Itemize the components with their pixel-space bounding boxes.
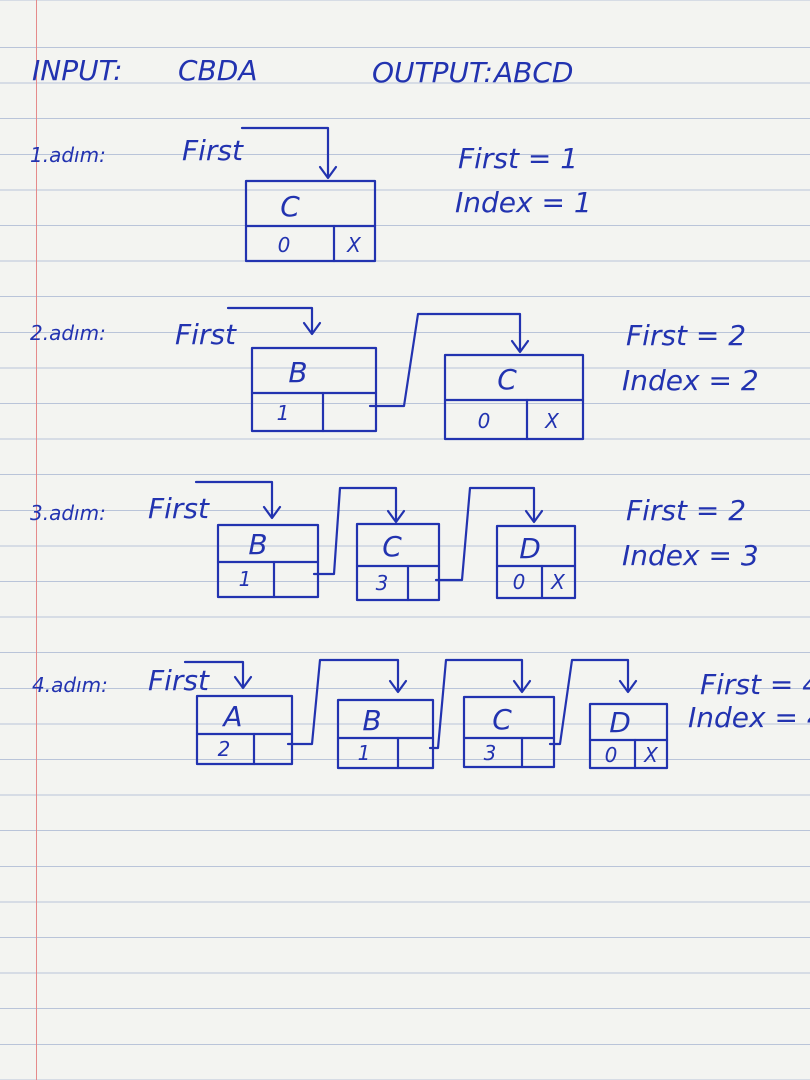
node-end-marker: X bbox=[643, 743, 659, 767]
node-value: B bbox=[248, 528, 267, 561]
node-box bbox=[355, 522, 441, 602]
node-box bbox=[443, 353, 585, 441]
next-pointer-line bbox=[434, 486, 536, 582]
node-value: C bbox=[280, 190, 300, 223]
state-index: Index = 2 bbox=[622, 364, 759, 397]
step-1: 1.adım: First First = 1 Index = 1 C 0 X bbox=[30, 126, 592, 263]
first-pointer-line bbox=[226, 306, 314, 334]
node-value: C bbox=[382, 530, 402, 563]
margin-line bbox=[36, 0, 37, 1080]
node-value: B bbox=[288, 356, 307, 389]
first-label: First bbox=[182, 134, 244, 167]
output-value: ABCD bbox=[492, 56, 573, 89]
node-value: D bbox=[609, 706, 631, 739]
list-node: C 3 bbox=[462, 695, 556, 769]
first-pointer-line bbox=[194, 480, 274, 518]
list-node: C 0 X bbox=[443, 353, 585, 441]
node-link: 2 bbox=[218, 737, 231, 761]
next-pointer-line bbox=[368, 312, 522, 408]
state-first: First = 2 bbox=[626, 319, 746, 352]
first-pointer-arrowhead bbox=[302, 321, 322, 336]
node-value: B bbox=[362, 704, 381, 737]
next-pointer-line bbox=[428, 658, 524, 750]
node-link: 3 bbox=[376, 571, 389, 595]
step-label: 3.adım: bbox=[30, 501, 106, 525]
node-link: 0 bbox=[605, 743, 618, 767]
next-pointer-arrowhead bbox=[388, 679, 408, 694]
node-box bbox=[250, 346, 378, 433]
next-pointer-arrowhead bbox=[524, 509, 544, 524]
step-3: 3.adım: First First = 2 Index = 3 B 1 C … bbox=[30, 480, 759, 602]
node-box bbox=[336, 698, 435, 770]
state-index: Index = 3 bbox=[622, 539, 759, 572]
list-node: D 0 X bbox=[588, 702, 669, 770]
state-first: First = 1 bbox=[458, 142, 578, 175]
step-2: 2.adım: First First = 2 Index = 2 B 1 C … bbox=[30, 306, 759, 441]
node-link: 0 bbox=[513, 570, 526, 594]
node-box bbox=[588, 702, 669, 770]
next-pointer-arrowhead bbox=[512, 679, 532, 694]
node-end-marker: X bbox=[544, 409, 560, 433]
next-pointer-line bbox=[312, 486, 398, 576]
step-label: 1.adım: bbox=[30, 143, 106, 167]
node-link: 0 bbox=[478, 409, 491, 433]
step-4: 4.adım: First First = 4 Index = 4 A 2 B … bbox=[32, 658, 810, 770]
list-node: C 0 X bbox=[244, 179, 377, 263]
output-label: OUTPUT: bbox=[372, 56, 493, 89]
node-link: 1 bbox=[358, 741, 371, 765]
list-node: B 1 bbox=[250, 346, 378, 433]
input-label: INPUT: bbox=[32, 54, 123, 87]
list-node: C 3 bbox=[355, 522, 441, 602]
node-link: 3 bbox=[484, 741, 497, 765]
node-end-marker: X bbox=[346, 233, 362, 257]
list-node: A 2 bbox=[195, 694, 294, 766]
state-index: Index = 4 bbox=[688, 701, 810, 734]
first-pointer-arrowhead bbox=[233, 675, 253, 690]
input-value: CBDA bbox=[178, 54, 257, 87]
list-node: D 0 X bbox=[495, 524, 577, 600]
node-box bbox=[462, 695, 556, 769]
node-box bbox=[495, 524, 577, 600]
node-value: C bbox=[497, 363, 517, 396]
node-box bbox=[244, 179, 377, 263]
node-link: 1 bbox=[277, 401, 290, 425]
first-pointer-arrowhead bbox=[262, 505, 282, 520]
state-first: First = 4 bbox=[700, 668, 810, 701]
first-pointer-line bbox=[240, 126, 330, 178]
node-value: A bbox=[221, 700, 242, 733]
list-node: B 1 bbox=[336, 698, 435, 770]
node-box bbox=[195, 694, 294, 766]
first-pointer-arrowhead bbox=[318, 165, 338, 180]
first-pointer-line bbox=[183, 660, 245, 688]
next-pointer-arrowhead bbox=[510, 339, 530, 354]
node-value: D bbox=[519, 532, 541, 565]
next-pointer-line bbox=[286, 658, 400, 746]
next-pointer-line bbox=[548, 658, 630, 746]
next-pointer-arrowhead bbox=[618, 679, 638, 694]
node-link: 1 bbox=[239, 567, 252, 591]
first-label: First bbox=[175, 318, 237, 351]
step-label: 4.adım: bbox=[32, 673, 108, 697]
state-first: First = 2 bbox=[626, 494, 746, 527]
step-label: 2.adım: bbox=[30, 321, 106, 345]
node-value: C bbox=[492, 703, 512, 736]
first-label: First bbox=[148, 492, 210, 525]
node-link: 0 bbox=[278, 233, 291, 257]
first-label: First bbox=[148, 664, 210, 697]
list-node: B 1 bbox=[216, 523, 320, 599]
node-end-marker: X bbox=[550, 570, 566, 594]
state-index: Index = 1 bbox=[455, 186, 592, 219]
next-pointer-arrowhead bbox=[386, 509, 406, 524]
